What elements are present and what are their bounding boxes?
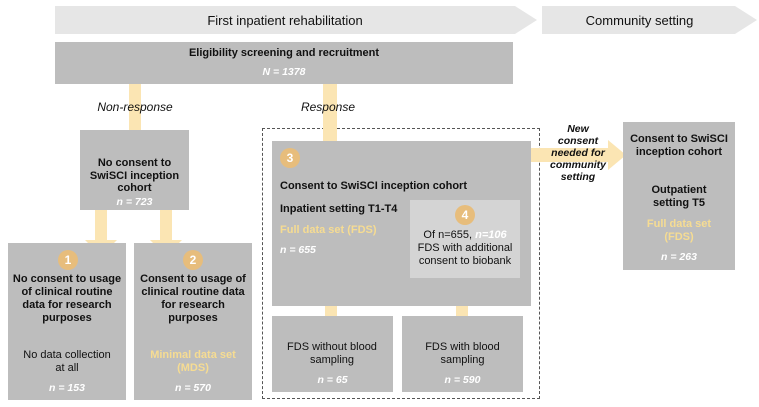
badge-1: 1: [58, 250, 78, 270]
box4-text: FDS with additional consent to biobank: [417, 242, 513, 267]
badge-4: 4: [455, 205, 475, 225]
phase-community-label: Community setting: [585, 13, 694, 28]
box1-n: n = 153: [49, 382, 85, 394]
box4-of-n: n=106: [475, 229, 507, 241]
eligibility-n: N = 1378: [262, 66, 306, 78]
box5-title: FDS without blood sampling: [287, 341, 377, 366]
box4-of-prefix: Of n=655,: [423, 229, 473, 241]
response-region: [262, 128, 540, 399]
box5: [272, 316, 393, 392]
arrow-to-box3: [311, 84, 349, 166]
box3-title: Consent to SwiSCI inception cohort: [280, 180, 467, 192]
no-consent-box: [80, 130, 189, 210]
response-label: Response: [300, 100, 356, 114]
box1-sub: No data collection at all: [23, 349, 111, 374]
box5-n: n = 65: [317, 374, 348, 386]
box6-n: n = 590: [444, 374, 481, 386]
non-response-label: Non-response: [97, 100, 173, 114]
box7-dataset: Full data set (FDS): [646, 218, 712, 243]
box2-n: n = 570: [175, 382, 211, 394]
box6-title: FDS with blood sampling: [425, 341, 500, 366]
box2-title: Consent to usage of clinical routine dat…: [140, 273, 246, 324]
badge-2: 2: [183, 250, 203, 270]
badge-3: 3: [280, 148, 300, 168]
box1-title: No consent to usage of clinical routine …: [12, 273, 122, 324]
box7: [623, 122, 735, 270]
box7-title: Consent to SwiSCI inception cohort: [630, 133, 728, 158]
box3-n: n = 655: [280, 244, 316, 256]
box3-setting: Inpatient setting T1-T4: [280, 203, 398, 215]
no-consent-n: n = 723: [116, 196, 153, 208]
box7-n: n = 263: [661, 251, 697, 263]
box4-of: Of n=655, n=106: [410, 229, 520, 242]
eligibility-box: [55, 42, 513, 84]
eligibility-title: Eligibility screening and recruitment: [188, 47, 380, 59]
phase-arrow-community: [542, 6, 757, 34]
box2-dataset: Minimal data set (MDS): [150, 349, 236, 374]
box3-dataset: Full data set (FDS): [280, 224, 377, 236]
phase-arrow-inpatient: [55, 6, 537, 34]
arrow-to-box7: [530, 140, 626, 170]
no-consent-title: No consent to SwiSCI inception cohort: [89, 157, 180, 194]
new-consent-label: New consent needed for community setting: [549, 123, 606, 183]
box6: [402, 316, 523, 392]
box7-setting: Outpatient setting T5: [651, 184, 707, 209]
phase-inpatient-label: First inpatient rehabilitation: [207, 13, 363, 28]
